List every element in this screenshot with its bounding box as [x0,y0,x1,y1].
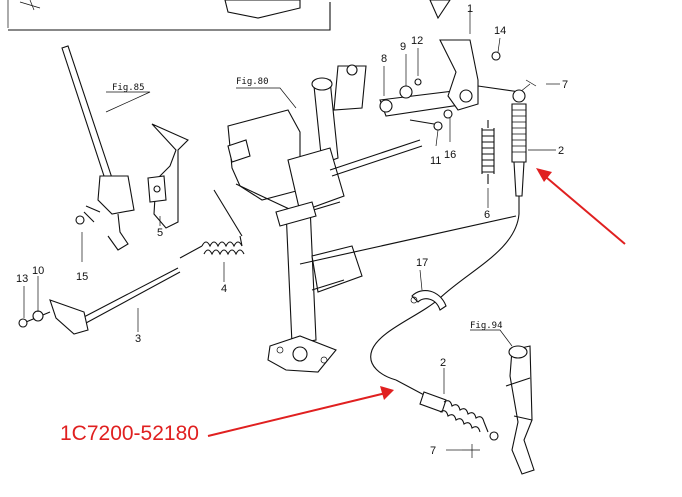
clip-17 [410,290,447,311]
callout-2-lower: 2 [440,357,446,369]
callout-17: 17 [416,257,428,269]
leader-lines [23,10,560,451]
callout-2-upper: 2 [558,145,564,157]
callout-10: 10 [32,265,44,277]
callout-7-lower: 7 [430,445,436,457]
callout-14: 14 [494,25,506,37]
pedal-arm [505,345,535,475]
red-annotations [207,168,626,437]
callout-6: 6 [484,209,490,221]
callout-16: 16 [444,149,456,161]
fig94-label: Fig.94 [470,321,503,331]
hand-lever-assembly [61,45,189,251]
cable-2-lower [395,379,499,458]
arrowhead-lower [380,386,394,400]
callout-4: 4 [221,283,227,295]
spring-6 [481,120,495,184]
arrow-lower [207,391,391,437]
top-frame-fragment [7,0,451,31]
spring-4 [179,189,245,259]
callout-15: 15 [76,271,88,283]
callout-7-upper: 7 [562,79,568,91]
callout-9: 9 [400,41,406,53]
callout-1: 1 [467,3,473,15]
cable-2-upper [370,89,527,381]
arrow-upper [539,171,626,245]
callout-3: 3 [135,333,141,345]
callout-8: 8 [381,53,387,65]
upper-linkage [379,39,537,131]
fig85-label: Fig.85 [112,83,145,93]
pedal-column [267,205,337,373]
lower-bracket [299,215,517,293]
callout-13: 13 [16,273,28,285]
callout-11: 11 [430,155,441,167]
rod-assembly [18,267,181,335]
callout-5: 5 [157,227,163,239]
main-bracket [227,64,423,227]
arrowhead-upper [536,168,552,182]
callout-12: 12 [411,35,423,47]
fig80-label: Fig.80 [236,77,269,87]
part-number-label: 1C7200-52180 [60,422,199,445]
